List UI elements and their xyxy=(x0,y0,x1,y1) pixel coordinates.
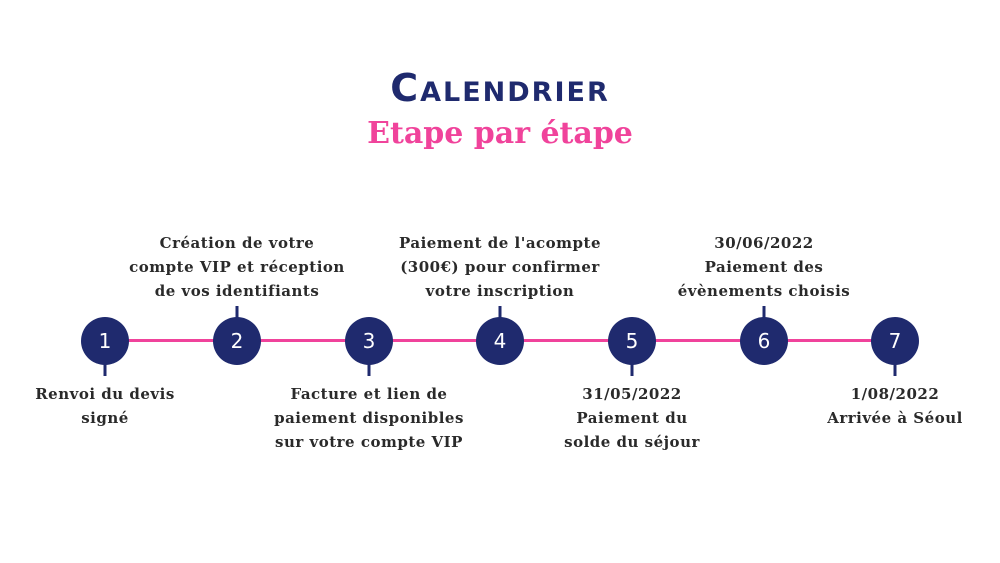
step-1-circle: 1 xyxy=(81,317,129,365)
step-4-label-line: votre inscription xyxy=(425,282,575,300)
step-2-label-line: Création de votre xyxy=(159,234,315,252)
step-7-label: 1/08/2022 Arrivée à Séoul xyxy=(775,382,1000,430)
step-7-circle: 7 xyxy=(871,317,919,365)
step-2-label: Création de votre compte VIP et réceptio… xyxy=(117,231,357,303)
step-5-circle: 5 xyxy=(608,317,656,365)
step-5-label-line: Paiement du xyxy=(576,409,688,427)
step-7-connector xyxy=(893,362,897,376)
step-5-label-line: solde du séjour xyxy=(564,433,700,451)
step-2-circle: 2 xyxy=(213,317,261,365)
step-3-connector xyxy=(367,362,371,376)
step-1-label-line: Renvoi du devis xyxy=(35,385,175,403)
step-7-label-line: 1/08/2022 xyxy=(850,385,940,403)
step-4-label-line: Paiement de l'acompte xyxy=(398,234,602,252)
step-4-connector xyxy=(498,306,502,320)
step-6-label-line: Paiement des xyxy=(704,258,824,276)
step-1-label: Renvoi du devis signé xyxy=(0,382,225,430)
step-7-label-line: Arrivée à Séoul xyxy=(827,409,963,427)
step-2-label-line: compte VIP et réception xyxy=(129,258,345,276)
step-2-label-line: de vos identifiants xyxy=(154,282,320,300)
step-3-label-line: paiement disponibles xyxy=(274,409,464,427)
step-5-label: 31/05/2022 Paiement du solde du séjour xyxy=(512,382,752,454)
page-subtitle: Etape par étape xyxy=(367,116,633,151)
step-4-circle: 4 xyxy=(476,317,524,365)
step-2-connector xyxy=(235,306,239,320)
step-3-label-line: sur votre compte VIP xyxy=(275,433,463,451)
step-6-label-line: 30/06/2022 xyxy=(714,234,814,252)
step-6-circle: 6 xyxy=(740,317,788,365)
step-1-label-line: signé xyxy=(81,409,129,427)
step-5-label-line: 31/05/2022 xyxy=(582,385,682,403)
step-6-label-line: évènements choisis xyxy=(677,282,851,300)
step-4-label-line: (300€) pour confirmer xyxy=(400,258,600,276)
step-1-connector xyxy=(103,362,107,376)
step-4-label: Paiement de l'acompte (300€) pour confir… xyxy=(380,231,620,303)
step-6-connector xyxy=(762,306,766,320)
page-title: Calendrier xyxy=(390,66,610,110)
step-6-label: 30/06/2022 Paiement des évènements chois… xyxy=(644,231,884,303)
step-3-circle: 3 xyxy=(345,317,393,365)
step-5-connector xyxy=(630,362,634,376)
step-3-label: Facture et lien de paiement disponibles … xyxy=(249,382,489,454)
step-3-label-line: Facture et lien de xyxy=(290,385,448,403)
